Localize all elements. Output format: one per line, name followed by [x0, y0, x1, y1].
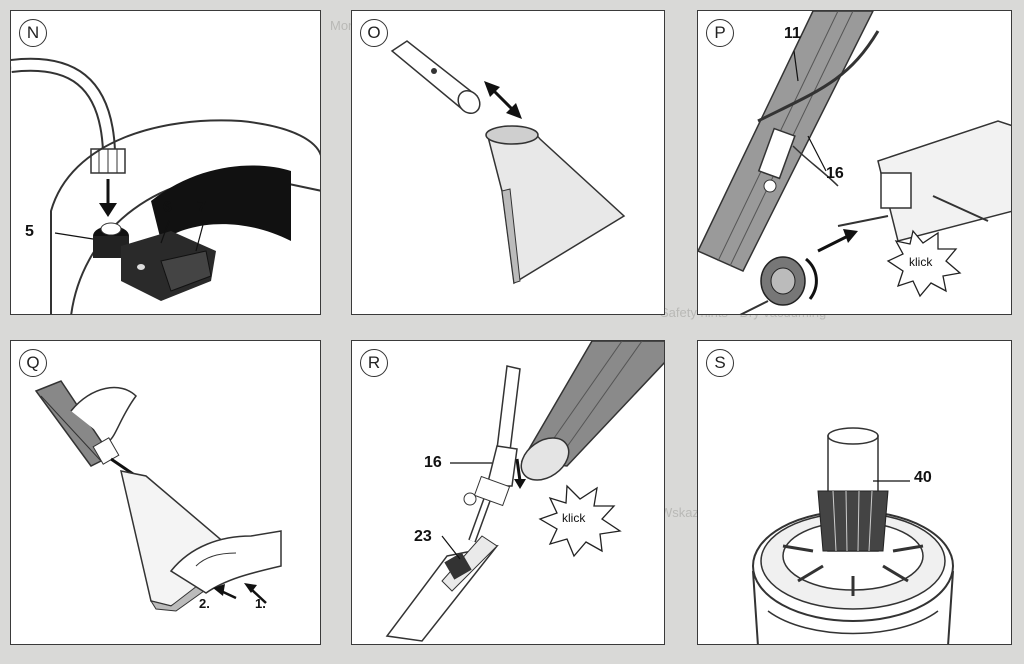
callout-5: 5 — [25, 223, 34, 240]
callout-16: 16 — [424, 454, 442, 471]
panel-letter: N — [19, 19, 47, 47]
callout-7: 7 — [197, 199, 206, 216]
panel-q: Q 2. 1. — [10, 340, 321, 645]
klick-label: klick — [909, 255, 933, 269]
klick-label: klick — [562, 511, 586, 525]
panel-s: S 40 — [697, 340, 1012, 645]
callout-16: 16 — [826, 165, 844, 182]
callout-23: 23 — [414, 528, 432, 545]
panel-letter: R — [360, 349, 388, 377]
panel-p: P 11 16 klick — [697, 10, 1012, 315]
callout-40: 40 — [914, 469, 932, 486]
panel-letter: Q — [19, 349, 47, 377]
callout-11: 11 — [784, 25, 801, 42]
panel-letter: O — [360, 19, 388, 47]
panel-p-illustration — [698, 11, 1011, 314]
panel-n-illustration — [11, 57, 320, 314]
panel-q-illustration — [34, 380, 282, 612]
panel-o: O — [351, 10, 665, 315]
panel-letter: P — [706, 19, 734, 47]
step-2: 2. — [199, 596, 210, 611]
step-1: 1. — [255, 596, 266, 611]
panel-n: N 5 6 7 — [10, 10, 321, 315]
panel-r-illustration — [385, 341, 664, 642]
callout-6: 6 — [163, 199, 172, 216]
panel-s-illustration — [752, 427, 954, 644]
panel-letter: S — [706, 349, 734, 377]
panel-o-illustration — [390, 40, 626, 285]
panel-r: R 16 23 klick — [351, 340, 665, 645]
